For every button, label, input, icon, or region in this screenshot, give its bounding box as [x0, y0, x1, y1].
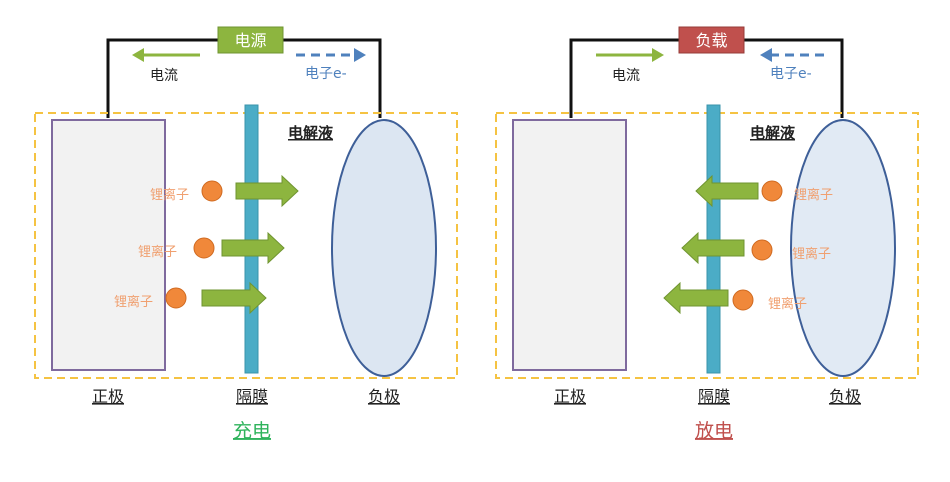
ion-arrow-right [221, 231, 285, 265]
ion-circle [732, 289, 754, 311]
positive-electrode [512, 119, 627, 371]
discharge-title: 放电 [695, 420, 733, 442]
negative-label: 负极 [368, 387, 400, 406]
power-source-label: 电源 [234, 31, 266, 50]
ion-label: 锂离子 [794, 187, 833, 203]
current-arrow-head [132, 48, 144, 62]
separator-label: 隔膜 [236, 387, 268, 406]
ion-circle [165, 287, 187, 309]
electron-arrow-head [354, 48, 366, 62]
load-box [678, 26, 745, 54]
current-arrow-head [652, 48, 664, 62]
ion-arrow-left [681, 231, 745, 265]
load-label: 负载 [695, 31, 727, 50]
current-label: 电流 [612, 68, 640, 84]
ion-circle [751, 239, 773, 261]
ion-label: 锂离子 [792, 246, 831, 262]
negative-label: 负极 [829, 387, 861, 406]
electron-label: 电子e- [305, 66, 347, 82]
ion-arrow-left [663, 281, 729, 315]
separator-label: 隔膜 [698, 387, 730, 406]
separator [244, 104, 259, 374]
discharge-panel: 负载 电流 电子e- 电解液 锂离子 锂离子 锂离 [495, 26, 919, 442]
electron-label: 电子e- [770, 66, 812, 82]
discharge-wire [569, 38, 844, 118]
positive-label: 正极 [554, 387, 586, 406]
ion-circle [201, 180, 223, 202]
ion-circle [761, 180, 783, 202]
charge-wire [106, 38, 382, 118]
negative-electrode [331, 119, 437, 377]
electron-arrow-head [760, 48, 772, 62]
negative-electrode [790, 119, 896, 377]
ion-label: 锂离子 [138, 244, 177, 260]
ion-label: 锂离子 [768, 296, 807, 312]
electrolyte-label: 电解液 [288, 124, 334, 142]
current-label: 电流 [150, 68, 178, 84]
ion-arrow-left [695, 174, 759, 208]
electrolyte-label: 电解液 [750, 124, 796, 142]
positive-label: 正极 [92, 387, 124, 406]
ion-label: 锂离子 [150, 187, 189, 203]
ion-arrow-right [201, 281, 267, 315]
positive-electrode [51, 119, 166, 371]
ion-label: 锂离子 [114, 294, 153, 310]
ion-circle [193, 237, 215, 259]
separator [706, 104, 721, 374]
charge-panel: 电源 电流 电子e- 电解液 锂离子 锂离子 锂离子 [34, 26, 458, 442]
ion-arrow-right [235, 174, 299, 208]
charge-title: 充电 [233, 420, 271, 442]
power-source-box [217, 26, 284, 54]
